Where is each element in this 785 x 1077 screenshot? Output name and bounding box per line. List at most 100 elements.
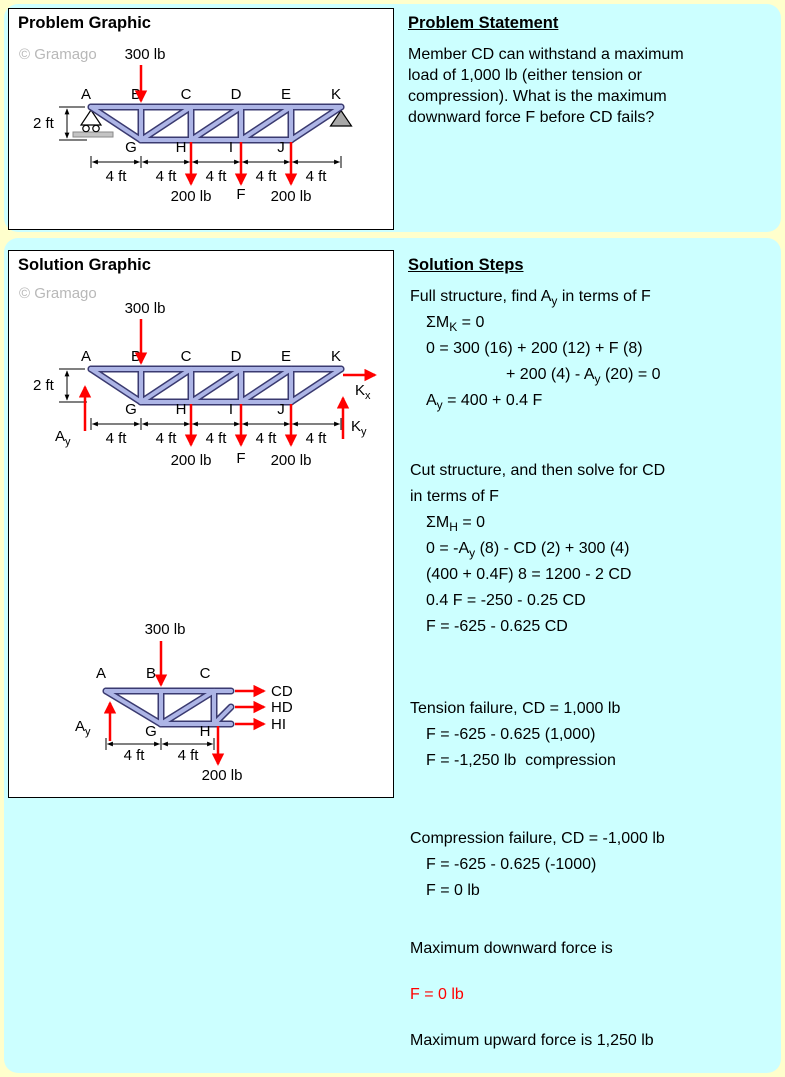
problem-statement-text: Member CD can withstand a maximum load o… [408, 46, 684, 127]
load-arrows [134, 319, 298, 447]
solution-step-line: Maximum upward force is 1,250 lb [410, 1032, 654, 1049]
solution-step-line: F = -625 - 0.625 CD [426, 618, 568, 635]
solution-step-line: F = -1,250 lb compression [426, 752, 616, 769]
watermark: © Gramago [19, 285, 97, 302]
cut-structure-diagram: 300 lb A B C G H [75, 621, 293, 784]
solution-step-line: 0 = -Ay (8) - CD (2) + 300 (4) [426, 540, 630, 561]
node-label-H: H [176, 139, 187, 156]
span-dimensions: 4 ft 4 ft 4 ft 4 ft 4 ft [90, 418, 342, 447]
node-label-A: A [81, 348, 91, 365]
top-node-labels: A B C D E K [81, 348, 341, 365]
load-300-label: 300 lb [145, 621, 186, 638]
truss-members [91, 107, 341, 140]
steps-gap [408, 1008, 780, 1028]
bottom-node-labels: G H [145, 723, 210, 740]
dim-4ft-label: 4 ft [106, 430, 128, 447]
dim-2ft-label: 2 ft [33, 115, 55, 132]
steps-gap [408, 774, 780, 826]
solution-step-line: Tension failure, CD = 1,000 lb [410, 700, 621, 717]
steps-gap [408, 414, 780, 458]
solution-steps-lines: Full structure, find Ay in terms of F ΣMK… [408, 284, 780, 1054]
reaction-Kx-label: Kx [355, 382, 371, 402]
node-label-E: E [281, 86, 291, 103]
depth-dimension: 2 ft [33, 368, 87, 403]
node-label-C: C [200, 665, 211, 682]
top-node-labels: A B C D E K [81, 86, 341, 103]
node-label-E: E [281, 348, 291, 365]
node-label-H: H [200, 723, 211, 740]
truss-members [91, 369, 341, 402]
problem-graphic-title: Problem Graphic [18, 14, 151, 32]
load-200-label: 200 lb [271, 188, 312, 205]
solution-steps-column: Solution Steps Full structure, find Ay i… [408, 256, 780, 1054]
cut-force-HI-label: HI [271, 716, 286, 733]
dim-4ft-label: 4 ft [206, 430, 228, 447]
dim-4ft-label: 4 ft [206, 168, 228, 185]
node-label-B: B [131, 86, 141, 103]
load-F-label: F [236, 450, 245, 467]
node-label-D: D [231, 348, 242, 365]
roller-support-A [72, 108, 114, 138]
dim-4ft-label: 4 ft [106, 168, 128, 185]
solution-step-line: ΣMH = 0 [426, 514, 486, 535]
load-300-label: 300 lb [125, 46, 166, 63]
solution-step-line: Compression failure, CD = -1,000 lb [410, 830, 665, 847]
dim-4ft-label: 4 ft [306, 168, 328, 185]
dim-4ft-label: 4 ft [156, 168, 178, 185]
node-label-B: B [131, 348, 141, 365]
dim-2ft-label: 2 ft [33, 377, 55, 394]
node-label-A: A [96, 665, 106, 682]
span-dimensions: 4 ft 4 ft [105, 738, 215, 764]
solution-step-line: + 200 (4) - Ay (20) = 0 [506, 366, 661, 387]
problem-graphic-box: Problem Graphic [8, 8, 394, 230]
problem-truss-diagram: © Gramago 300 lb A B [19, 46, 353, 205]
reaction-Ay-label: Ay [55, 428, 71, 448]
node-label-B: B [146, 665, 156, 682]
dim-4ft-label: 4 ft [256, 430, 278, 447]
solution-panel: Solution Graphic [4, 238, 781, 1073]
node-label-C: C [181, 86, 192, 103]
dim-4ft-label: 4 ft [306, 430, 328, 447]
solution-truss-diagram: © Gramago 300 lb A B C D E K G H [19, 285, 377, 469]
cut-member-arrows [235, 684, 266, 731]
node-label-J: J [277, 401, 285, 418]
solution-step-line: Maximum downward force is [410, 940, 613, 957]
steps-gap [408, 962, 780, 982]
dim-4ft-label: 4 ft [256, 168, 278, 185]
top-node-labels: A B C [96, 665, 211, 682]
solution-graphic-title: Solution Graphic [18, 256, 151, 274]
load-arrows [103, 641, 225, 766]
node-label-A: A [81, 86, 91, 103]
watermark: © Gramago [19, 46, 97, 63]
solution-step-line: Full structure, find Ay in terms of F [410, 288, 651, 309]
dim-4ft-label: 4 ft [156, 430, 178, 447]
load-200-label: 200 lb [171, 188, 212, 205]
node-label-I: I [229, 401, 233, 418]
cut-force-CD-label: CD [271, 683, 293, 700]
problem-statement-column: Problem Statement Member CD can withstan… [408, 14, 776, 128]
depth-dimension: 2 ft [33, 106, 87, 141]
reaction-Ay-label: Ay [75, 718, 91, 738]
solution-step-line: 0 = 300 (16) + 200 (12) + F (8) [426, 340, 643, 357]
cut-force-HD-label: HD [271, 699, 293, 716]
truss-members [106, 691, 231, 724]
bottom-node-labels: G H I J [125, 139, 285, 156]
load-200-label: 200 lb [171, 452, 212, 469]
solution-graphic-box: Solution Graphic [8, 250, 394, 798]
node-label-I: I [229, 139, 233, 156]
solution-step-line: in terms of F [410, 488, 499, 505]
load-F-label: F [236, 186, 245, 203]
node-label-G: G [145, 723, 157, 740]
node-label-D: D [231, 86, 242, 103]
dim-4ft-label: 4 ft [124, 747, 146, 764]
solution-step-line: (400 + 0.4F) 8 = 1200 - 2 CD [426, 566, 632, 583]
solution-step-line: Cut structure, and then solve for CD [410, 462, 666, 479]
reaction-Ky-label: Ky [351, 418, 367, 438]
span-dimensions: 4 ft 4 ft 4 ft 4 ft 4 ft [90, 156, 342, 185]
node-label-C: C [181, 348, 192, 365]
solution-step-line: F = -625 - 0.625 (1,000) [426, 726, 596, 743]
solution-step-line: ΣMK = 0 [426, 314, 485, 335]
bottom-node-labels: G H I J [125, 401, 285, 418]
problem-panel: Problem Graphic [4, 4, 781, 232]
